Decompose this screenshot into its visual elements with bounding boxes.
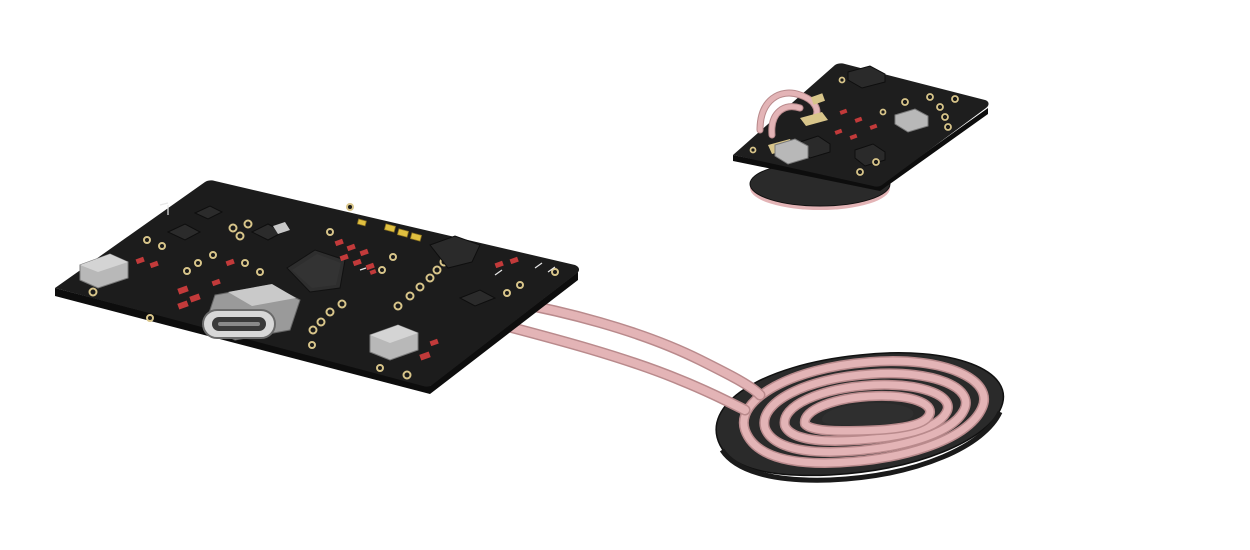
coil-base-rim bbox=[719, 410, 1003, 483]
pcb-silkscreen bbox=[159, 202, 556, 276]
receiver-resistors bbox=[834, 108, 878, 140]
receiver-pcb bbox=[733, 63, 989, 191]
grey-components bbox=[79, 222, 419, 361]
receiver-vias bbox=[749, 76, 959, 176]
smd-resistors bbox=[135, 238, 519, 361]
coil-windings bbox=[738, 356, 989, 469]
coil-center bbox=[822, 403, 914, 425]
main-ic-chip bbox=[286, 249, 346, 293]
driver-ic-chip bbox=[429, 235, 481, 269]
induction-coil bbox=[715, 352, 1005, 483]
receiver-grey-components bbox=[774, 108, 929, 165]
coil-wires bbox=[477, 294, 766, 416]
usb-c-connector bbox=[202, 284, 301, 341]
receiver-pcb-edge bbox=[733, 108, 988, 191]
receiver-wires bbox=[756, 89, 821, 139]
smd-leds bbox=[356, 218, 423, 242]
transmitter-pcb bbox=[55, 180, 580, 394]
